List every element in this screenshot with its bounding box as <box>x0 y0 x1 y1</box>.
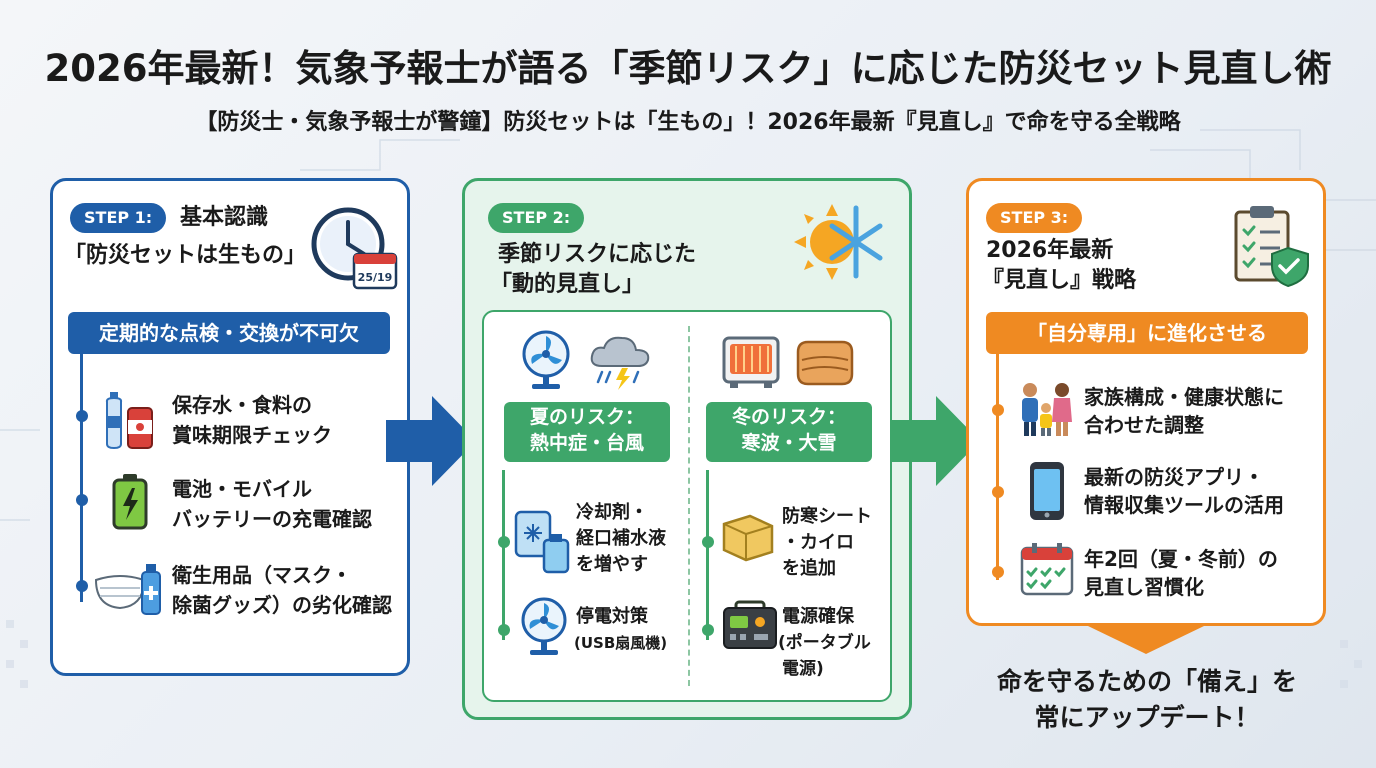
step1-item-1-line2: 賞味期限チェック <box>172 423 332 447</box>
step3-dot-2 <box>992 486 1004 498</box>
step1-item-1-line1: 保存水・食料の <box>172 393 312 417</box>
smartphone-icon <box>1030 462 1064 520</box>
step1-dot-1 <box>76 410 88 422</box>
step1-item-2-line2: バッテリーの充電確認 <box>172 507 372 531</box>
step1-heading-b: 「防災セットは生もの」 <box>64 243 307 268</box>
summer-item-1-line2: 経口補水液 <box>576 528 666 549</box>
heater-icon <box>722 336 780 388</box>
step1-banner: 定期的な点検・交換が不可欠 <box>68 312 390 354</box>
step3-item-3-line2: 見直し習慣化 <box>1084 575 1204 599</box>
footer-line1: 命を守るための「備え」を <box>996 667 1297 696</box>
checklist-shield-icon <box>1234 206 1309 288</box>
summer-risk-banner: 夏のリスク： 熱中症・台風 <box>504 402 670 462</box>
family-icon <box>1022 383 1072 436</box>
clock-calendar-icon: 25/19 <box>311 207 398 290</box>
water-bottle-can-icon <box>105 392 153 450</box>
usb-fan-icon <box>521 597 567 655</box>
step1-pill: STEP 1: <box>70 203 167 233</box>
winter-risk-types: 寒波・大雪 <box>741 432 837 454</box>
step1-timeline <box>80 354 83 602</box>
summer-item-2-line1: 停電対策 <box>576 606 648 627</box>
summer-risk-label: 夏のリスク： <box>529 406 644 428</box>
arrow-step2-to-step3 <box>890 396 980 486</box>
step1-dot-2 <box>76 494 88 506</box>
step2-heading-b: 「動的見直し」 <box>490 272 645 297</box>
step3-dot-1 <box>992 404 1004 416</box>
winter-item-2-line1: 電源確保 <box>782 606 854 627</box>
step1-item-2-line1: 電池・モバイル <box>172 477 312 501</box>
step1-dot-3 <box>76 580 88 592</box>
step3-timeline <box>996 354 999 580</box>
winter-risk-banner: 冬のリスク： 寒波・大雪 <box>706 402 872 462</box>
step3-pill: STEP 3: <box>986 203 1083 233</box>
step3-dot-3 <box>992 566 1004 578</box>
season-divider <box>688 326 690 686</box>
footer-message: 命を守るための「備え」を 常にアップデート！ <box>960 664 1334 736</box>
summer-item-1-line1: 冷却剤・ <box>576 502 648 523</box>
summer-dot-2 <box>498 624 510 636</box>
step2-heading-a: 季節リスクに応じた <box>498 242 697 267</box>
winter-risk-label: 冬のリスク： <box>731 406 846 428</box>
portable-power-icon <box>723 600 777 649</box>
mask-sanitizer-icon <box>94 564 161 615</box>
step3-heading-a: 2026年最新 <box>986 238 1114 263</box>
winter-item-1-line3: を追加 <box>782 558 836 579</box>
step3-item-1-line2: 合わせた調整 <box>1084 413 1204 437</box>
cooling-pack-drink-icon <box>514 510 570 574</box>
step3-banner: 「自分専用」に進化させる <box>986 312 1308 354</box>
step1-heading-a: 基本認識 <box>180 205 269 230</box>
winter-item-1-line2: ・カイロ <box>782 532 854 553</box>
footer-line2: 常にアップデート！ <box>1034 703 1260 732</box>
blanket-icon <box>796 340 854 386</box>
step3-item-2-line1: 最新の防災アプリ・ <box>1084 465 1264 489</box>
summer-risk-types: 熱中症・台風 <box>529 432 644 454</box>
winter-item-2-line3: 電源) <box>782 659 824 679</box>
arrow-step1-to-step2 <box>386 396 476 486</box>
summer-timeline <box>502 470 505 640</box>
summer-item-1-line3: を増やす <box>576 554 648 575</box>
summer-item-2-line2: (USB扇風機) <box>574 634 668 652</box>
winter-timeline <box>706 470 709 640</box>
step3-item-1-line1: 家族構成・健康状態に <box>1084 385 1284 409</box>
storm-cloud-icon <box>590 336 650 390</box>
step1-item-3-line1: 衛生用品（マスク・ <box>172 563 352 587</box>
winter-item-2-line2: (ポータブル <box>778 633 871 653</box>
winter-item-1-line1: 防寒シート <box>782 506 872 527</box>
step3-item-3-line1: 年2回（夏・冬前）の <box>1084 547 1278 571</box>
step3-pointer <box>1088 626 1204 654</box>
calendar-check-icon <box>1020 543 1074 596</box>
summer-dot-1 <box>498 536 510 548</box>
sun-snowflake-icon <box>794 204 883 280</box>
calendar-date-label: 25/19 <box>358 271 393 284</box>
battery-icon <box>112 474 148 530</box>
step1-item-3-line2: 除菌グッズ）の劣化確認 <box>172 593 392 617</box>
step3-heading-b: 『見直し』戦略 <box>982 268 1137 293</box>
winter-dot-2 <box>702 624 714 636</box>
page-subtitle: 【防災士・気象予報士が警鐘】防災セットは「生もの」！2026年最新『見直し』で命… <box>195 110 1181 135</box>
thermal-sheet-icon <box>722 514 774 562</box>
winter-dot-1 <box>702 536 714 548</box>
electric-fan-icon <box>522 330 570 389</box>
step2-pill: STEP 2: <box>488 203 585 233</box>
step3-item-2-line2: 情報収集ツールの活用 <box>1084 493 1284 517</box>
page-title: 2026年最新！気象予報士が語る「季節リスク」に応じた防災セット見直し術 <box>44 47 1332 90</box>
